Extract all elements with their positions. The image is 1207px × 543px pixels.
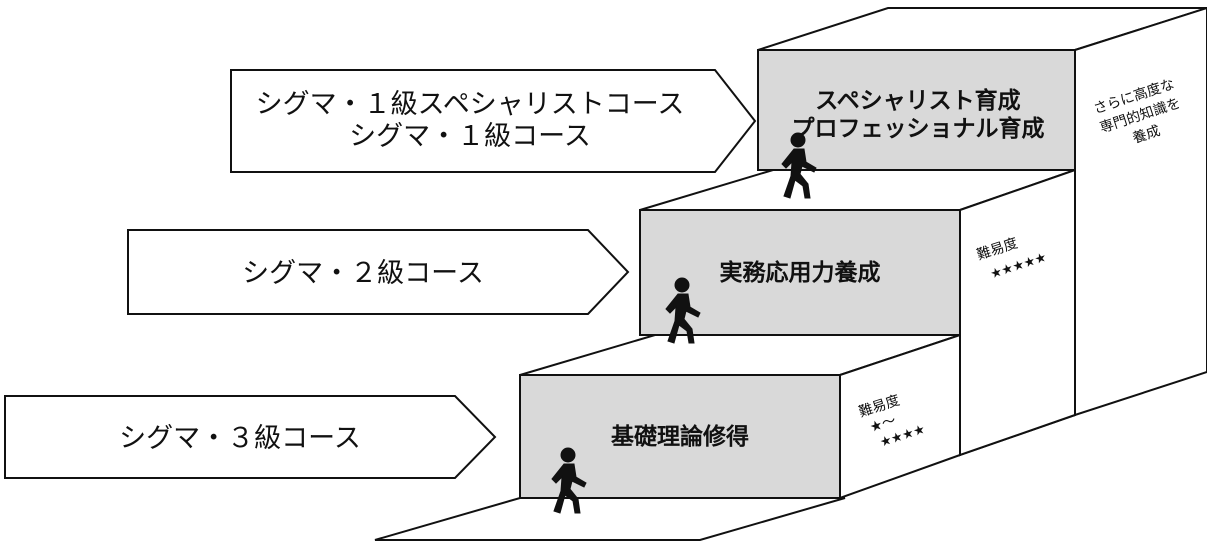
bottom-note-line2: ★～	[868, 413, 898, 436]
ground-plane	[374, 497, 846, 541]
top-step-line1: スペシャリスト育成	[815, 87, 1020, 114]
top-step-line2: プロフェッショナル育成	[792, 115, 1045, 142]
arrow-bottom	[4, 395, 497, 479]
bottom-step-side	[839, 333, 961, 500]
arrow-top-line2: シグマ・１級コース	[349, 121, 591, 152]
middle-step-side	[959, 168, 1076, 457]
arrow-middle	[127, 229, 630, 315]
top-step-front	[757, 49, 1076, 171]
bottom-step-label: 基礎理論修得	[611, 423, 749, 450]
arrow-top-line1: シグマ・１級スペシャリストコース	[256, 89, 685, 120]
arrow-top	[230, 69, 757, 173]
arrow-middle-label: シグマ・２級コース	[242, 258, 484, 289]
middle-step-label: 実務応用力養成	[720, 259, 881, 286]
right-column-side	[1074, 6, 1207, 417]
arrow-bottom-label: シグマ・３級コース	[119, 423, 361, 454]
